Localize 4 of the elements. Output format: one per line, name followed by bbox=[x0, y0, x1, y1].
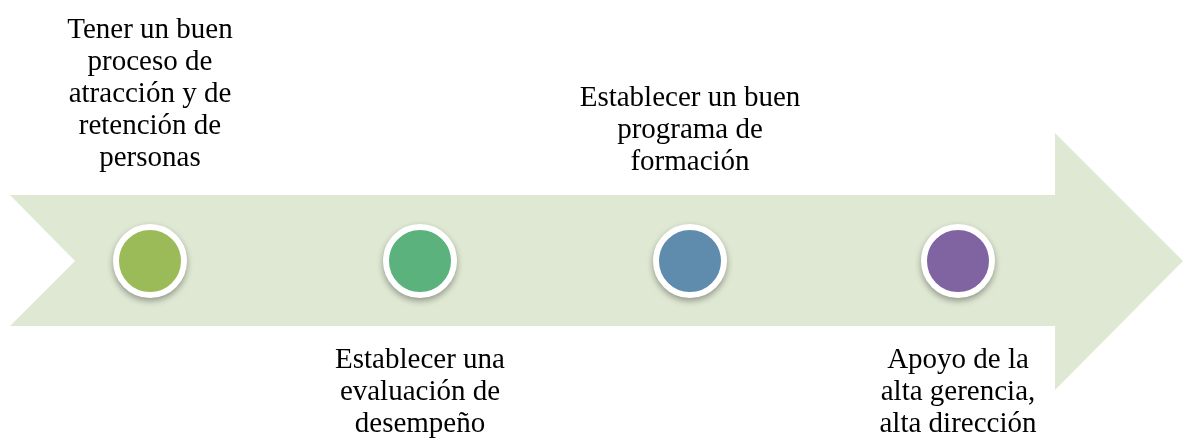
step-caption: Establecer un buen programa de formación bbox=[578, 80, 802, 176]
step-caption: Tener un buen proceso de atracción y de retención de personas bbox=[66, 12, 234, 172]
step-caption: Establecer una evaluación de desempeño bbox=[334, 342, 506, 438]
step-caption: Apoyo de la alta gerencia, alta dirección bbox=[878, 342, 1038, 438]
